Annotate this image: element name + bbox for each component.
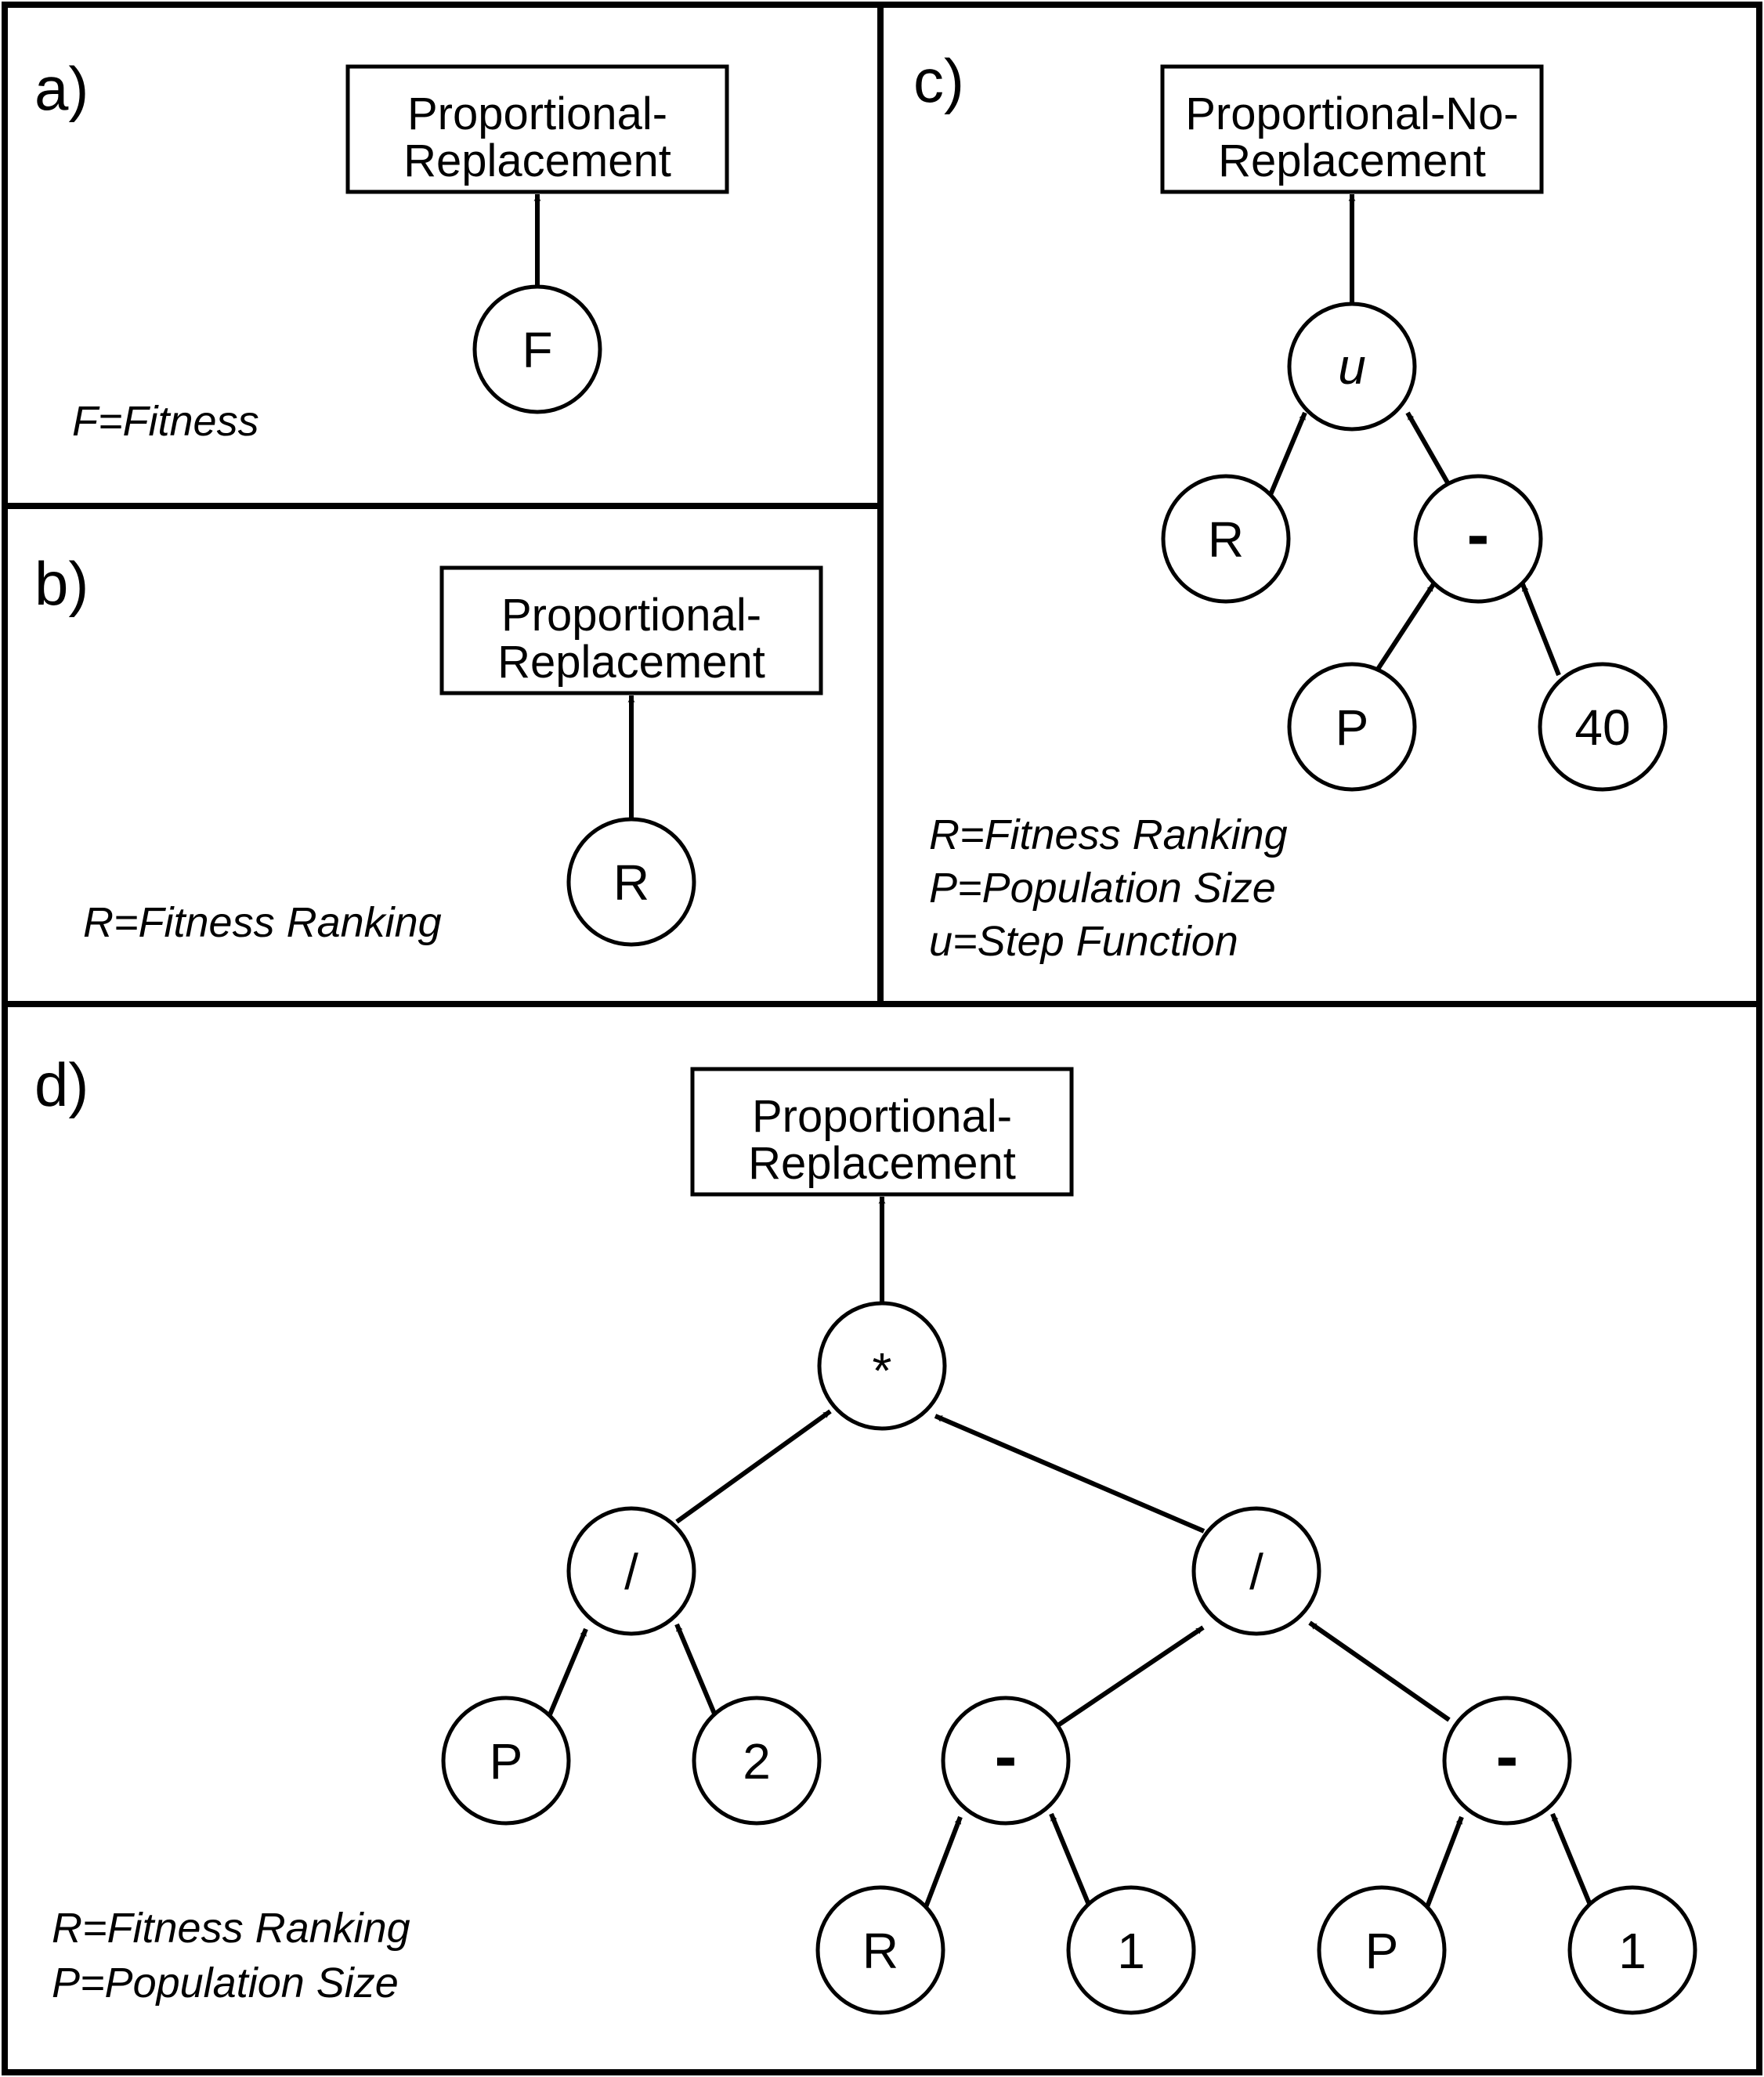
panel-d: d) Proportional- Replacement * / / P 2 -…: [34, 1050, 1697, 2015]
node-one-left-label: 1: [1117, 1923, 1145, 1979]
output-box: [690, 1067, 1074, 1197]
legend-line-3: u=Step Function: [929, 918, 1238, 965]
node-p: [1287, 662, 1417, 792]
output-box-line-1: Proportional-No-: [1185, 88, 1519, 139]
output-box: [1160, 64, 1544, 194]
node-r: [566, 817, 696, 947]
output-box-line-2: Replacement: [403, 135, 671, 186]
edge-r-to-u: [1267, 411, 1307, 498]
node-p-right-label: P: [1365, 1923, 1399, 1979]
node-p-left: [441, 1696, 571, 1826]
node-one-right: [1567, 1885, 1697, 2015]
node-r: [1161, 474, 1291, 604]
node-minus-left: [941, 1696, 1071, 1826]
edge-div-right-to-times: [934, 1414, 1206, 1533]
edge-div-left-to-times: [675, 1409, 832, 1524]
node-div-left: [566, 1506, 696, 1636]
legend-line-1: F=Fitness: [72, 398, 259, 445]
node-40-label: 40: [1574, 699, 1630, 756]
edge-minus-right-to-div-right: [1308, 1620, 1451, 1722]
output-box-line-1: Proportional-: [501, 590, 761, 641]
panel-b-label: b): [34, 549, 89, 618]
node-u: [1287, 302, 1417, 432]
node-u-label: u: [1338, 338, 1366, 395]
panel-a: a) Proportional- Replacement F F=Fitness: [34, 54, 729, 445]
node-minus-right-label: -: [1496, 1719, 1519, 1794]
node-two-label: 2: [743, 1733, 771, 1790]
edge-two-to-div-left: [674, 1623, 717, 1715]
output-box-line-2: Replacement: [748, 1138, 1016, 1189]
panel-d-frame: [2, 1001, 1762, 2075]
node-one-right-label: 1: [1618, 1923, 1647, 1979]
panel-a-label: a): [34, 54, 89, 123]
legend-line-2: P=Population Size: [929, 865, 1276, 912]
node-p-right: [1317, 1885, 1447, 2015]
edge-minus-left-to-div-right: [1057, 1625, 1205, 1727]
edge-one-right-to-minus-right: [1550, 1812, 1592, 1906]
output-box-line-2: Replacement: [497, 637, 765, 688]
node-div-right: [1191, 1506, 1321, 1636]
legend-line-1: R=Fitness Ranking: [929, 811, 1288, 858]
edge-r-to-minus-left: [922, 1815, 963, 1913]
legend-line-1: R=Fitness Ranking: [83, 899, 442, 946]
node-minus: [1413, 474, 1543, 604]
output-box-line-1: Proportional-: [752, 1091, 1012, 1142]
output-box-line-1: Proportional-: [407, 88, 667, 139]
output-box: [439, 565, 823, 695]
panel-c-label: c): [913, 46, 964, 115]
node-f: [472, 284, 602, 414]
node-r-label: R: [613, 854, 649, 911]
node-r: [815, 1885, 945, 2015]
edge-p-to-minus: [1372, 583, 1436, 677]
node-minus-label: -: [1467, 497, 1490, 573]
output-box: [345, 64, 729, 194]
edge-40-to-minus: [1520, 583, 1561, 677]
legend-line-1: R=Fitness Ranking: [52, 1905, 410, 1952]
node-one-left: [1066, 1885, 1196, 2015]
node-40: [1538, 662, 1668, 792]
node-times: [817, 1301, 947, 1431]
edge-minus-to-u: [1405, 411, 1451, 486]
panel-b: b) Proportional- Replacement R R=Fitness…: [34, 549, 823, 947]
node-r-label: R: [862, 1923, 898, 1979]
edge-p-left-to-div-left: [546, 1627, 588, 1720]
node-two: [692, 1696, 822, 1826]
node-p-label: P: [1336, 699, 1369, 756]
node-minus-right: [1442, 1696, 1572, 1826]
node-minus-left-label: -: [995, 1719, 1018, 1794]
panel-c: c) Proportional-No- Replacement u R - P …: [913, 46, 1668, 965]
node-r-label: R: [1208, 511, 1244, 568]
node-f-label: F: [522, 322, 552, 378]
node-times-label: *: [873, 1342, 892, 1399]
edge-p-right-to-minus-right: [1423, 1815, 1464, 1913]
legend-line-2: P=Population Size: [52, 1960, 399, 2007]
panel-d-label: d): [34, 1050, 89, 1119]
node-div-right-label: /: [1249, 1544, 1263, 1600]
node-p-left-label: P: [490, 1733, 523, 1790]
output-box-line-2: Replacement: [1218, 135, 1486, 186]
node-div-left-label: /: [624, 1544, 638, 1600]
edge-one-left-to-minus-left: [1049, 1812, 1091, 1906]
